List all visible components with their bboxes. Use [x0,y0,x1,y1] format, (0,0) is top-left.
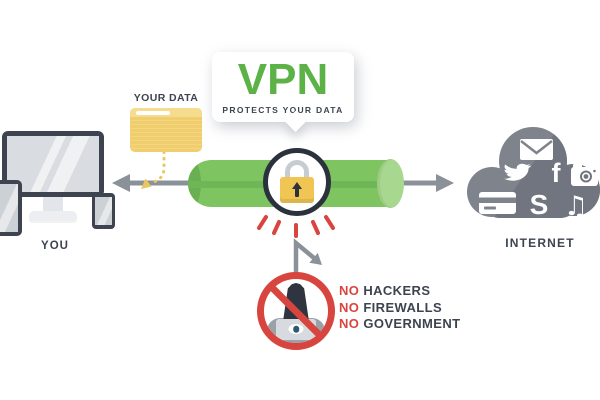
padlock-body [280,177,314,203]
tablet-icon [0,180,22,236]
keyhole-stem [295,187,299,197]
skype-icon: S [530,189,549,220]
facebook-icon: f [552,158,562,188]
monitor-screen [7,136,99,192]
padlock-shackle [285,160,309,180]
monitor-stand-base [29,211,77,221]
protection-label: GOVERNMENT [363,316,461,331]
deflected-attack-arrow-icon [293,238,322,276]
credit-card-icon [479,192,516,214]
your-data-label: YOUR DATA [133,92,199,104]
smartphone-screen [95,197,112,225]
monitor-stand-neck [43,197,63,212]
internet-label: INTERNET [505,236,575,250]
no-prefix: NO [339,316,360,331]
no-prefix: NO [339,283,360,298]
data-flow-dotted-path [141,150,166,189]
prohibition-ring-icon [257,272,335,350]
arrow-to-you-icon [112,174,200,192]
alert-rays-icon [257,215,335,238]
folder-icon [130,108,202,152]
music-note-icon: ♫ [564,191,588,222]
smartphone-icon [92,193,115,229]
desktop-monitor-icon [2,131,104,197]
folder-detail-line [136,111,170,115]
padlock-badge [263,148,331,216]
vpn-title: VPN [237,55,329,104]
internet-cloud: f S ♫ [467,127,600,222]
email-icon [520,139,553,160]
vpn-callout-bubble: VPN PROTECTS YOUR DATA [212,52,354,133]
you-label: YOU [41,240,69,252]
tunnel-end-cap [377,159,404,208]
no-hackers-sign [257,272,335,350]
no-prefix: NO [339,299,360,315]
twitter-icon [504,163,532,181]
tablet-screen [0,184,18,232]
vpn-subtitle: PROTECTS YOUR DATA [222,105,344,115]
keyhole-icon [292,182,302,189]
protection-label: FIREWALLS [363,299,443,315]
protection-label: HACKERS [363,283,431,298]
camera-icon [571,163,598,186]
